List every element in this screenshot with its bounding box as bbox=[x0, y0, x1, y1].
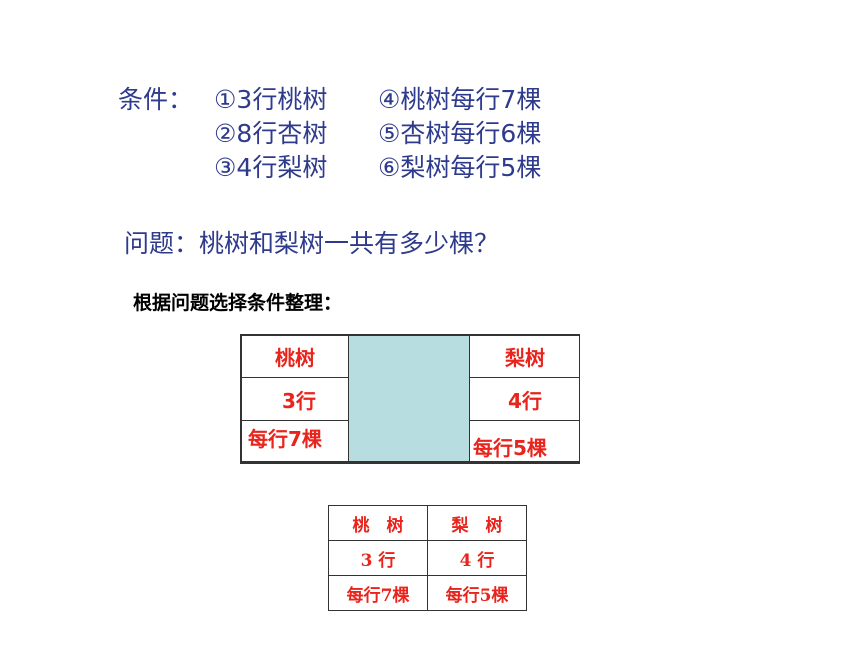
pear-per-row-cell: 每行5棵 bbox=[427, 575, 527, 611]
summary-table-top: 桃树 3行 每行7棵 梨树 4行 每行5棵 bbox=[240, 334, 580, 464]
condition-6: ⑥梨树每行5棵 bbox=[378, 153, 542, 182]
blank-middle-cell bbox=[348, 334, 470, 464]
peach-header-cell: 桃 树 bbox=[328, 505, 428, 541]
condition-1: ①3行桃树 bbox=[214, 85, 328, 114]
question-text: 问题：桃树和梨树一共有多少棵？ bbox=[124, 229, 500, 258]
pear-header-cell: 梨树 bbox=[471, 336, 579, 377]
condition-3: ③4行梨树 bbox=[214, 153, 328, 182]
pear-per-row-cell: 每行5棵 bbox=[471, 421, 579, 461]
conditions-label: 条件： bbox=[118, 85, 194, 114]
pear-rows-cell: 4行 bbox=[471, 378, 579, 420]
peach-per-row-cell: 每行7棵 bbox=[242, 421, 348, 461]
peach-rows-cell: 3行 bbox=[242, 378, 348, 420]
condition-2: ②8行杏树 bbox=[214, 119, 328, 148]
peach-header-cell: 桃树 bbox=[242, 336, 348, 377]
instruction-text: 根据问题选择条件整理： bbox=[133, 292, 343, 314]
peach-per-row-cell: 每行7棵 bbox=[328, 575, 428, 611]
table-row: 每行7棵 每行5棵 bbox=[328, 575, 527, 611]
summary-table-bottom: 桃 树 梨 树 3 行 4 行 每行7棵 每行5棵 bbox=[328, 505, 527, 611]
pear-header-cell: 梨 树 bbox=[427, 505, 527, 541]
table-row: 桃 树 梨 树 bbox=[328, 505, 527, 541]
table-row: 3 行 4 行 bbox=[328, 540, 527, 576]
condition-5: ⑤杏树每行6棵 bbox=[378, 119, 542, 148]
condition-4: ④桃树每行7棵 bbox=[378, 85, 542, 114]
peach-rows-cell: 3 行 bbox=[328, 540, 428, 576]
pear-rows-cell: 4 行 bbox=[427, 540, 527, 576]
